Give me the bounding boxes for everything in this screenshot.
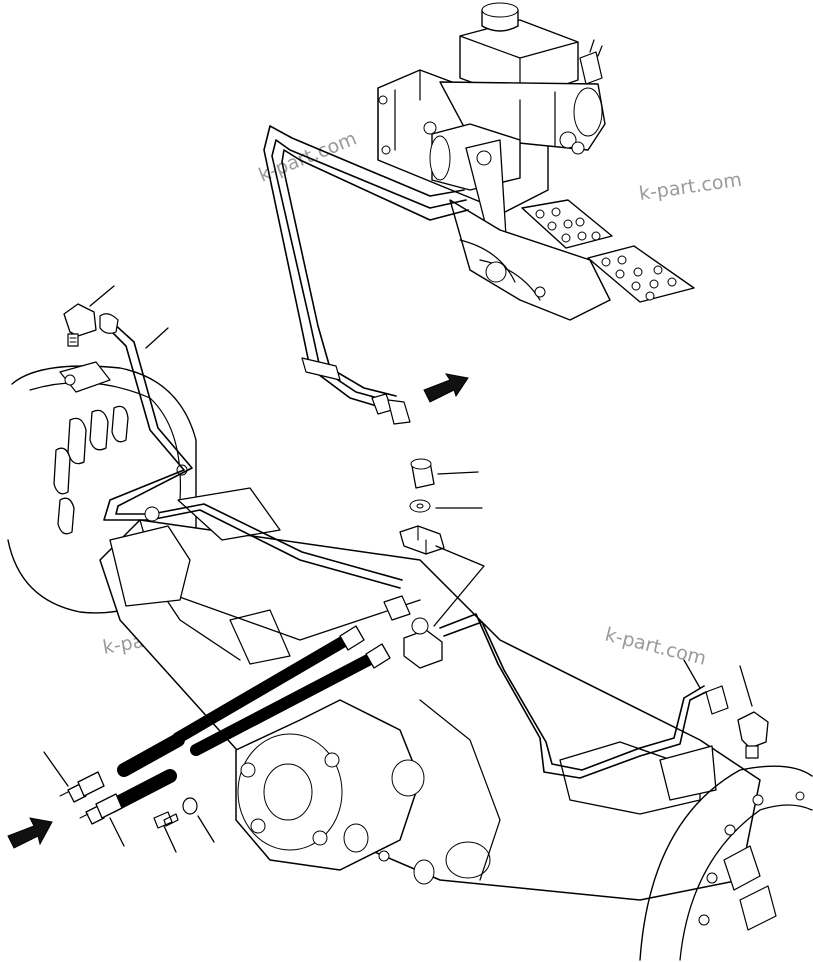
right-wheel-hub — [639, 765, 813, 961]
watermark-top-right: k-part.com — [638, 169, 744, 205]
flexible-hose-upper — [59, 625, 365, 803]
upper-brake-tubes — [263, 125, 469, 425]
leader-hose-lower — [109, 817, 125, 847]
callout-leaders — [43, 285, 753, 853]
leader-elbow-right — [739, 665, 753, 707]
small-washer — [182, 797, 198, 815]
leader-elbow-left — [89, 285, 115, 307]
watermark-bottom-right: k-part.com — [603, 624, 709, 670]
pedal-studs-lower — [601, 255, 677, 301]
leader-brake-line-right — [683, 659, 701, 689]
master-cylinder-assembly — [377, 2, 695, 321]
leader-hose-upper — [43, 751, 69, 787]
left-brake-line — [63, 303, 411, 621]
right-brake-line — [439, 613, 769, 779]
arrow-lower — [7, 817, 53, 849]
hose-bracket-parts — [399, 458, 445, 669]
flexible-hose-lower — [79, 643, 391, 825]
leader-small-bolt — [163, 825, 177, 853]
leader-small-washer — [197, 815, 215, 843]
right-elbow-fitting — [737, 711, 769, 759]
pedal-studs-upper — [535, 207, 601, 243]
leader-bolt — [437, 471, 479, 475]
left-elbow-fitting — [63, 303, 97, 347]
small-bolt — [153, 811, 179, 829]
arrow-upper — [423, 373, 469, 403]
hub-slots — [53, 405, 129, 535]
leader-clip — [433, 545, 485, 627]
leader-brake-line-left — [145, 327, 169, 349]
axle-housing — [99, 487, 761, 901]
